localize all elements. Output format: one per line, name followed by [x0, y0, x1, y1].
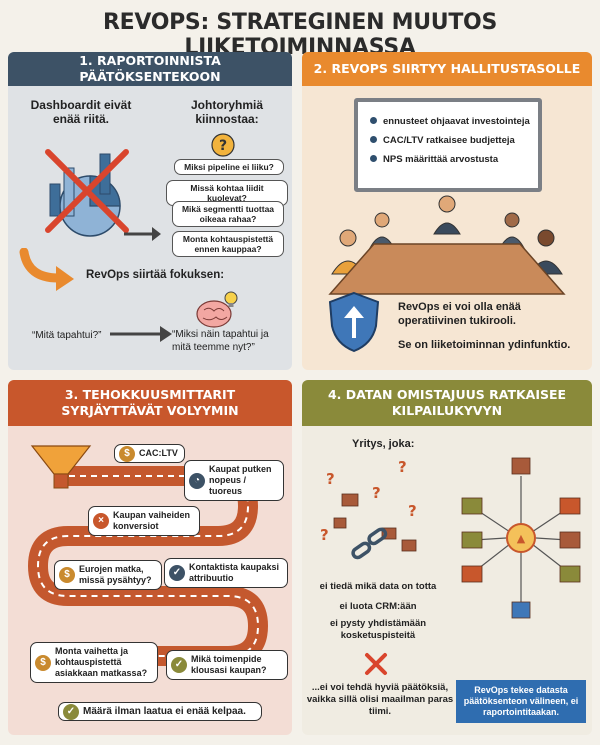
panel-board-level: 2. REVOPS SIIRTYY HALLITUSTASOLLE ennust… — [302, 52, 592, 370]
broken-chain-icon — [351, 527, 388, 560]
red-x-icon — [365, 653, 387, 675]
boardroom-meeting-illustration — [328, 195, 566, 295]
metric-label: ✓ Mikä toimenpide klousasi kaupan? — [166, 650, 288, 680]
check-circle-icon: ✓ — [169, 565, 185, 581]
curved-arrow-icon — [19, 248, 74, 291]
data-issue: ei luota CRM:ään — [339, 601, 417, 612]
data-issue: ei tiedä mikä data on totta — [319, 581, 437, 592]
check-circle-icon: ✓ — [171, 657, 187, 673]
question-bubble: Mikä segmentti tuottaa oikeaa rahaa? — [172, 201, 284, 227]
coin-icon: $ — [59, 567, 75, 583]
panel2-header: 2. REVOPS SIIRTYY HALLITUSTASOLLE — [302, 52, 592, 86]
screen-item: CAC/LTV ratkaisee budjetteja — [370, 131, 538, 150]
metric-label: $ CAC:LTV — [114, 444, 185, 463]
person-icon — [433, 195, 461, 235]
core-function-statement: Se on liiketoiminnan ydinfunktio. — [398, 339, 571, 351]
coin-icon: $ — [35, 654, 51, 671]
metric-label: ✓ Kontaktista kaupaksi attribuutio — [164, 558, 288, 588]
metric-label: $ Monta vaihetta ja kohtauspistettä asia… — [30, 642, 158, 683]
after-question: “Miksi näin tapahtui ja mitä teemme nyt?… — [172, 329, 269, 353]
svg-text:?: ? — [326, 470, 335, 488]
speedometer-icon: ◔ — [189, 472, 205, 489]
metric-label: $ Eurojen matka, missä pysähtyy? — [54, 560, 162, 590]
panel-efficiency-metrics: 3. TEHOKKUUSMITTARIT SYRJÄYTTÄVÄT VOLYYM… — [8, 380, 292, 735]
svg-text:?: ? — [408, 502, 417, 520]
focus-shift-label: RevOps siirtää fokuksen: — [86, 269, 225, 281]
panel-reporting-to-decisions: 1. RAPORTOINNISTA PÄÄTÖKSENTEKOON Dashbo… — [8, 52, 292, 370]
panel-data-ownership: 4. DATAN OMISTAJUUS RATKAISEE KILPAILUKY… — [302, 380, 592, 735]
question-icon: ? — [211, 133, 235, 157]
shield-arrow-icon — [328, 291, 380, 353]
check-circle-icon: ✓ — [63, 703, 79, 720]
svg-text:?: ? — [219, 138, 227, 154]
question-bubble: Miksi pipeline ei liiku? — [174, 159, 284, 175]
arrow-right-icon — [110, 326, 172, 342]
question-bubble: Monta kohtauspistettä ennen kauppaa? — [172, 231, 284, 257]
metric-label: ◔ Kaupat putken nopeus / tuoreus — [184, 460, 284, 501]
close-circle-icon: × — [93, 513, 109, 529]
metric-label: × Kaupan vaiheiden konversiot — [88, 506, 200, 536]
brain-lightbulb-icon — [196, 291, 238, 328]
role-statement: RevOps ei voi olla enää operatiivinen tu… — [398, 301, 521, 327]
screen-item: NPS määrittää arvostusta — [370, 150, 538, 169]
company-label: Yritys, joka: — [352, 438, 415, 450]
svg-text:?: ? — [320, 526, 329, 544]
screen-item: ennusteet ohjaavat investointeja — [370, 112, 538, 131]
person-icon — [499, 212, 525, 249]
chaotic-data-illustration: ??? ?? — [320, 458, 417, 560]
quality-statement: ✓ Määrä ilman laatua ei enää kelpaa. — [58, 702, 262, 721]
panel3-header: 3. TEHOKKUUSMITTARIT SYRJÄYTTÄVÄT VOLYYM… — [8, 380, 292, 426]
executives-heading: Johtoryhmiä kiinnostaa: — [190, 98, 263, 126]
svg-text:▲: ▲ — [517, 532, 526, 545]
panel1-header: 1. RAPORTOINNISTA PÄÄTÖKSENTEKOON — [8, 52, 292, 86]
crossed-out-dashboard-icon — [45, 149, 129, 237]
before-question: “Mitä tapahtui?” — [32, 330, 102, 341]
person-icon — [369, 212, 395, 249]
svg-text:?: ? — [398, 458, 407, 476]
organized-data-network-illustration: ▲ — [461, 457, 581, 619]
data-issue: ei pysty yhdistämään kosketuspisteitä — [329, 618, 427, 641]
conclusion-text: ...ei voi tehdä hyviä päätöksiä, vaikka … — [306, 682, 454, 717]
dashboards-heading: Dashboardit eivät enää riitä. — [30, 98, 132, 126]
svg-text:?: ? — [372, 484, 381, 502]
funnel-icon — [30, 445, 92, 489]
panel4-header: 4. DATAN OMISTAJUUS RATKAISEE KILPAILUKY… — [302, 380, 592, 426]
coin-icon: $ — [119, 445, 135, 462]
process-road-illustration — [28, 445, 268, 666]
arrow-right-icon — [124, 227, 161, 241]
presentation-screen: ennusteet ohjaavat investointeja CAC/LTV… — [354, 98, 542, 192]
page-title: REVOPS: STRATEGINEN MUUTOS LIIKETOIMINNA… — [102, 10, 497, 60]
revops-callout: RevOps tekee datasta päätöksenteon välin… — [456, 680, 586, 723]
